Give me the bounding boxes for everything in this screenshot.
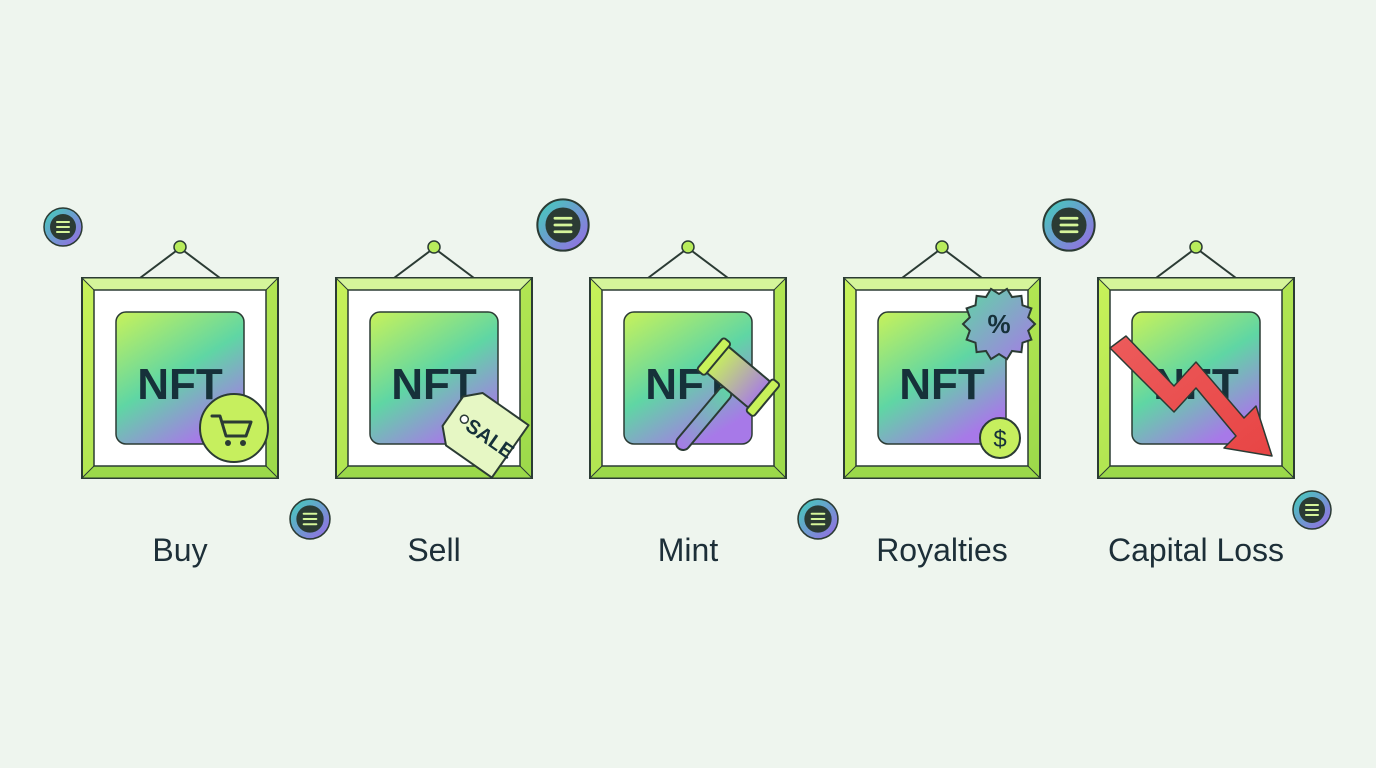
solana-coin-icon	[797, 498, 839, 540]
down-trend-arrow-icon	[1109, 335, 1273, 457]
caption-buy: Buy	[152, 532, 208, 568]
caption-mint: Mint	[657, 532, 719, 568]
caption-sell: Sell	[407, 532, 461, 568]
dollar-text: $	[993, 426, 1006, 453]
solana-coin-icon	[1042, 198, 1096, 252]
shopping-cart-icon	[199, 393, 269, 463]
frame-royalties-svg	[842, 240, 1042, 479]
dollar-coin-icon: $	[979, 417, 1021, 459]
nft-frame-royalties: NFT % $	[842, 238, 1042, 483]
caption-royalties: Royalties	[876, 532, 1008, 568]
nft-frame-mint: NFT	[588, 238, 788, 483]
nft-frame-capital-loss: NFT	[1096, 238, 1296, 483]
price-tag-icon: SALE	[441, 392, 530, 479]
caption-capital-loss: Capital Loss	[1107, 532, 1285, 568]
solana-coin-icon	[1292, 490, 1332, 530]
percent-seal-icon: %	[961, 287, 1037, 361]
solana-coin-icon	[536, 198, 590, 252]
seal-shape	[961, 287, 1037, 361]
nft-frame-sell: NFT SALE	[334, 238, 534, 483]
nft-frame-buy: NFT	[80, 238, 280, 483]
solana-coin-icon	[43, 207, 83, 247]
solana-coin-icon	[289, 498, 331, 540]
gavel-icon	[675, 337, 781, 452]
percent-text: %	[987, 309, 1010, 339]
